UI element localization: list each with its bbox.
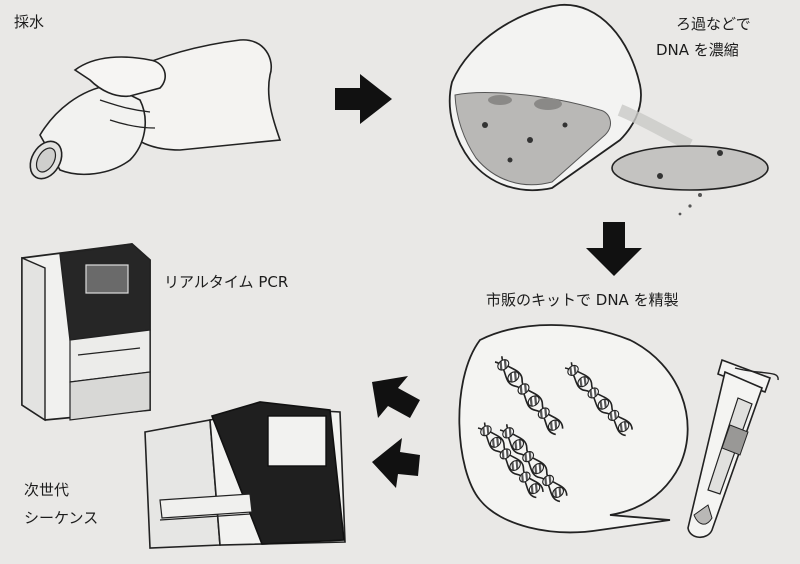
label-filter-line1: ろ過などで — [676, 15, 751, 33]
label-pcr: リアルタイム PCR — [164, 273, 289, 291]
dna-bubble — [458, 324, 689, 534]
real-time-pcr-machine-icon — [21, 243, 151, 422]
label-filter-line2: DNA を濃縮 — [656, 41, 739, 59]
hand-holding-bottle-icon — [29, 39, 282, 180]
arrow-to-sequencer — [372, 438, 420, 488]
label-purify: 市販のキットで DNA を精製 — [486, 291, 679, 309]
filter-membrane-icon — [611, 145, 769, 216]
label-ngs-line1: 次世代 — [24, 481, 70, 499]
next-gen-sequencer-icon — [144, 401, 346, 549]
arrow-to-pcr — [372, 376, 420, 418]
label-ngs-line2: シーケンス — [24, 509, 99, 527]
label-sampling: 採水 — [14, 13, 45, 31]
arrow-right-sampling-to-filter — [335, 74, 392, 124]
arrow-down-filter-to-purify — [586, 222, 642, 276]
spin-column-tube-icon — [687, 358, 779, 539]
beaker-pouring-icon — [448, 4, 693, 192]
